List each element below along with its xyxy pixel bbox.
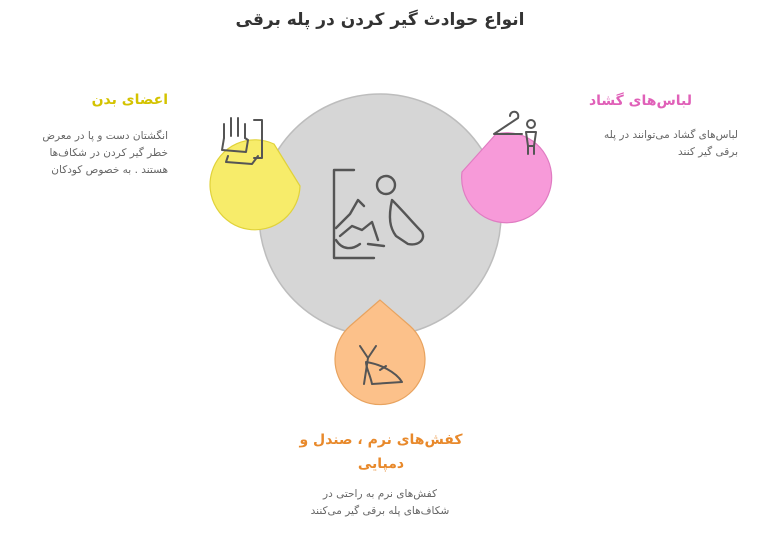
high-heel-sandal-icon <box>359 345 403 385</box>
diagram-title: انواع حوادث گیر کردن در پله برقی <box>235 10 525 30</box>
body-parts-description: انگشتان دست و پا در معرض خطر گیر کردن در… <box>42 130 168 176</box>
loose-clothes-node <box>461 132 553 224</box>
soft-shoes-heading: کفش‌های نرم ، صندل و دمپایی <box>299 432 463 472</box>
loose-clothes-heading: لباس‌های گشاد <box>588 93 692 109</box>
soft-shoes-node <box>334 299 426 406</box>
hanger-person-icon <box>493 110 537 155</box>
falling-person-escalator-icon <box>332 168 425 260</box>
body-parts-heading: اعضای بدن <box>91 92 168 108</box>
loose-clothes-description: لباس‌های گشاد می‌توانند در پله برقی گیر … <box>604 129 738 158</box>
raised-hand-icon <box>221 117 263 165</box>
soft-shoes-description: کفش‌های نرم به راحتی در شکاف‌های پله برق… <box>310 488 450 517</box>
